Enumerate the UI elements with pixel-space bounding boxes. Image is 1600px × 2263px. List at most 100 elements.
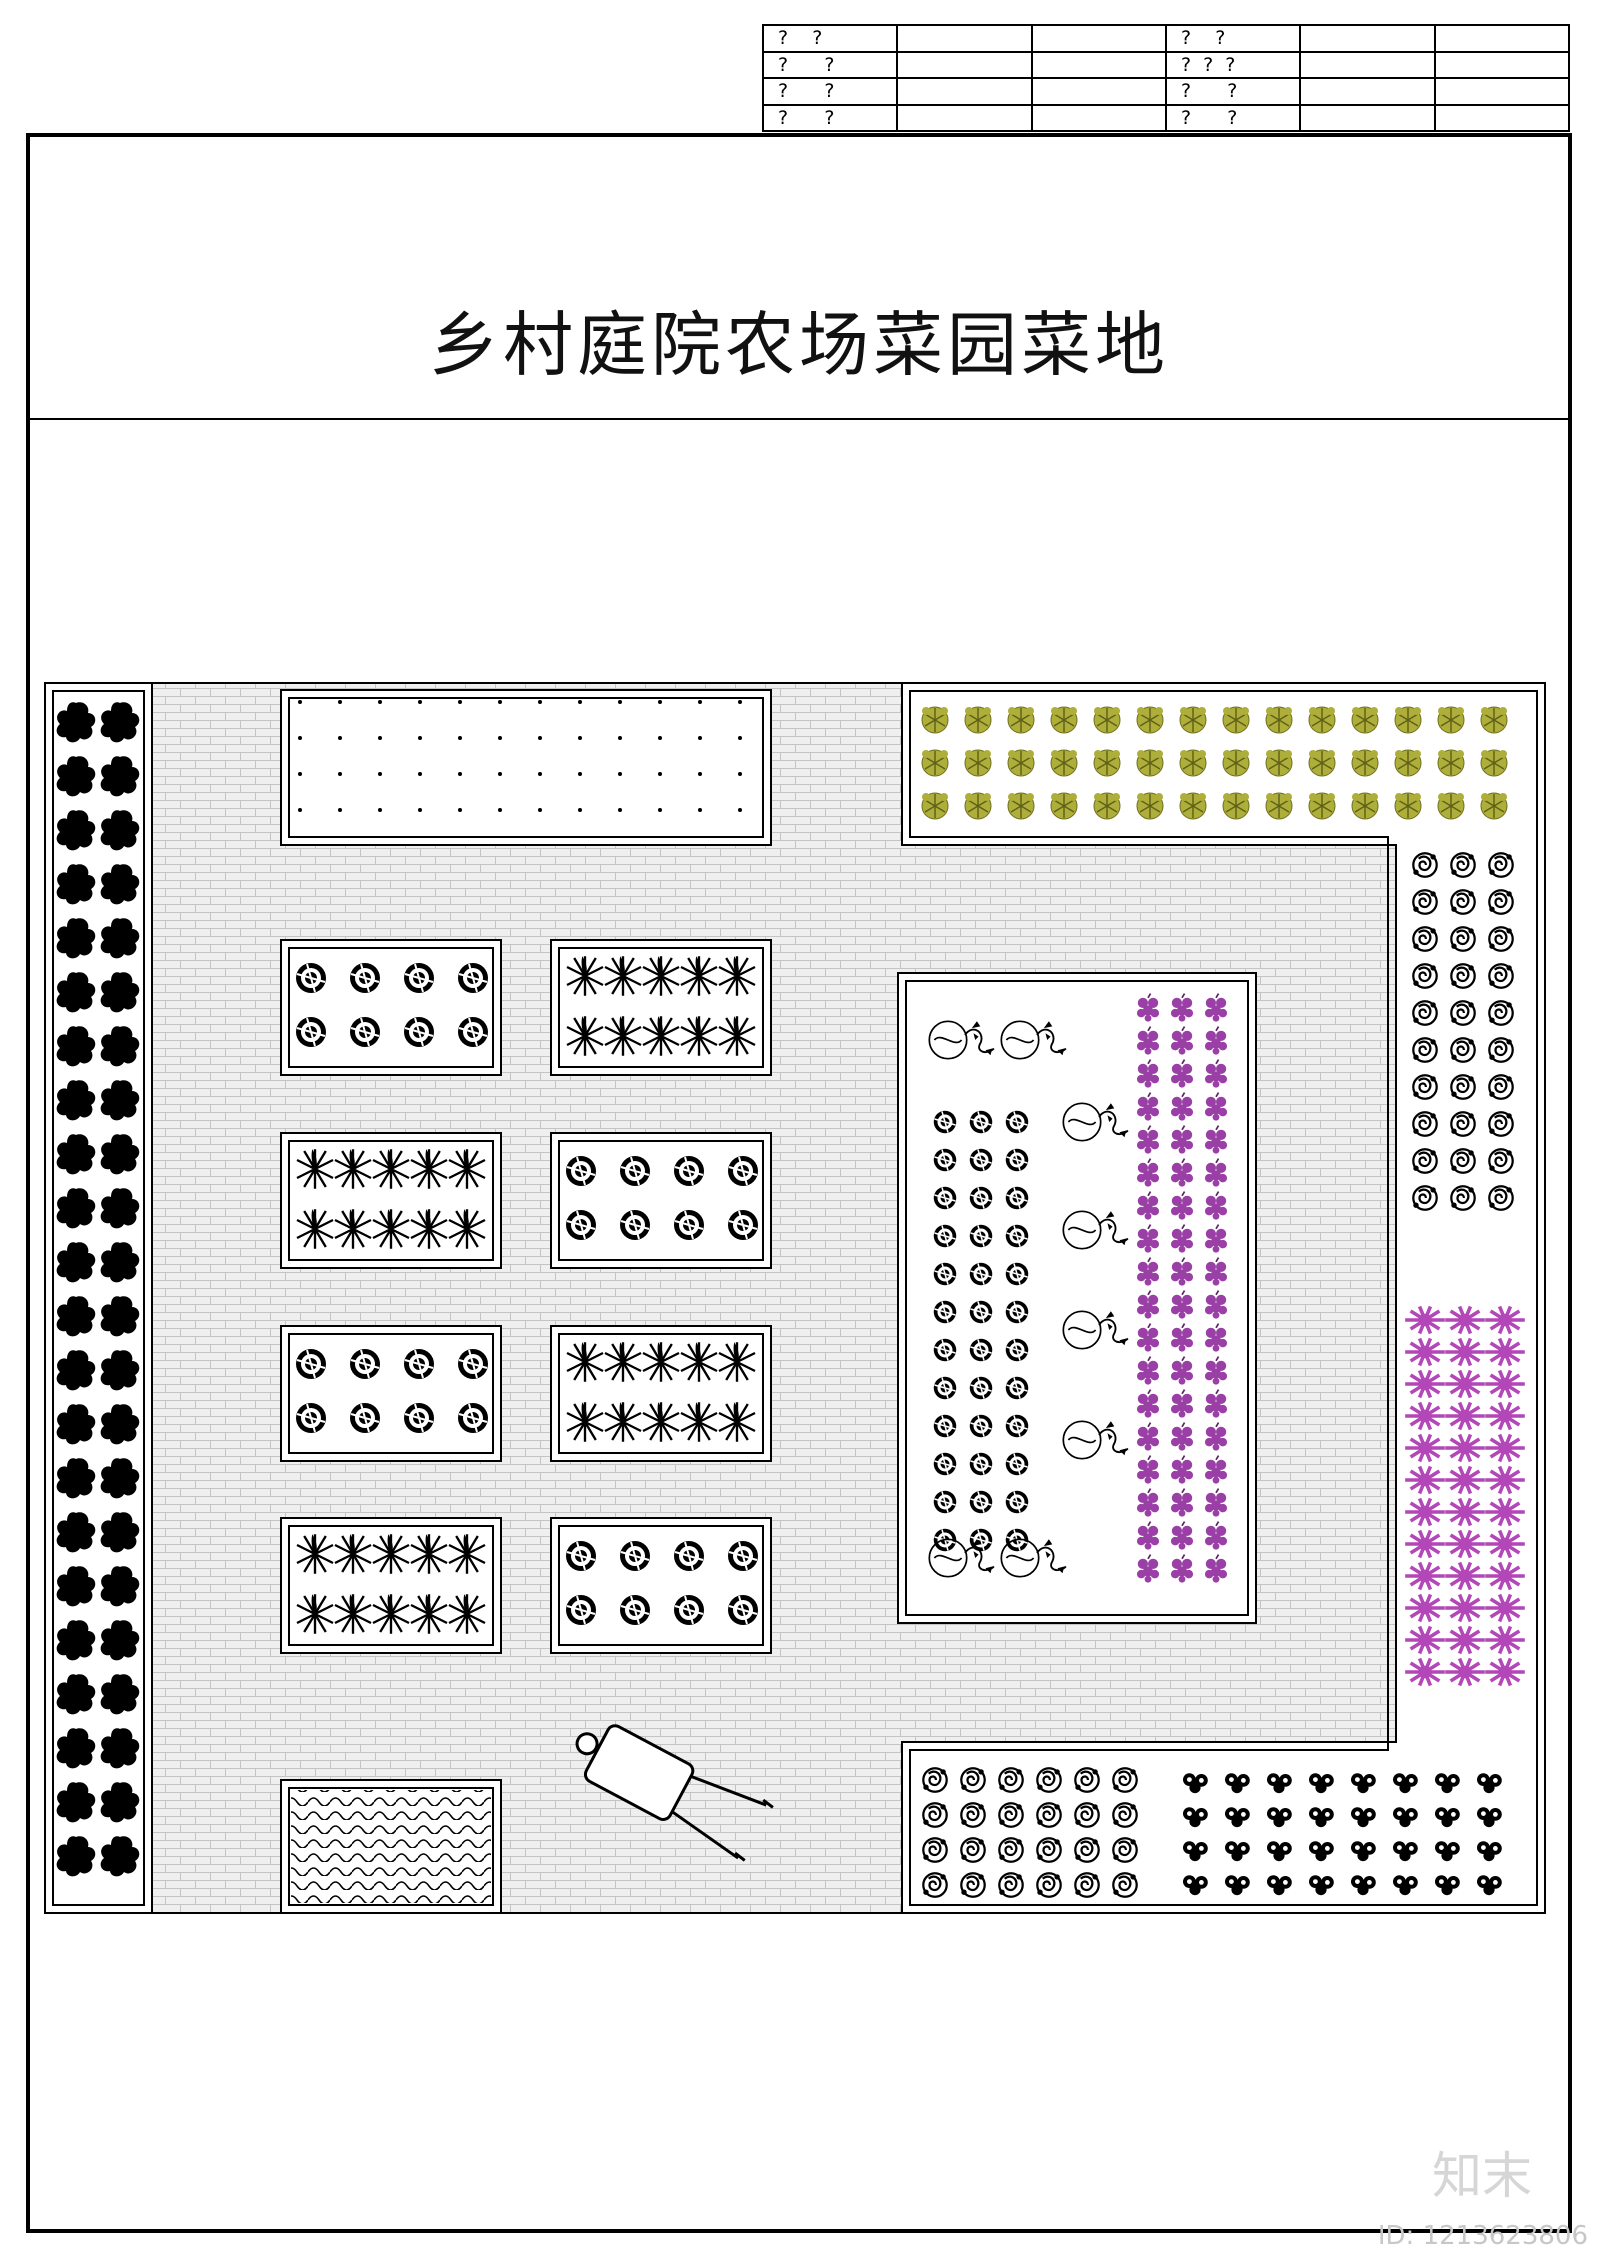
central-cabbage-column-plant [1005, 1110, 1029, 1134]
ornamental-border-inner [909, 690, 1538, 1906]
central-cabbage-column-plant [933, 1490, 957, 1514]
central-cabbage-column-plant [1005, 1490, 1029, 1514]
olive-shrub-row-plant [1136, 706, 1164, 734]
cabbage-row-plant [403, 962, 435, 994]
vegetable-bed-outer [550, 1132, 772, 1269]
cabbage-row-plant [727, 1594, 759, 1626]
vegetable-bed-outer [280, 1325, 502, 1462]
cabbage-row-plant [295, 1348, 327, 1380]
olive-shrub-row-plant [1179, 749, 1207, 777]
olive-shrub-row-plant [1093, 749, 1121, 777]
vegetable-bed-inner [558, 1333, 764, 1454]
olive-shrub-row-plant [1308, 792, 1336, 820]
central-cabbage-column-plant [1005, 1224, 1029, 1248]
olive-shrub-row-plant [1437, 706, 1465, 734]
cabbage-row-plant [457, 1402, 489, 1434]
cabbage-row-plant [673, 1155, 705, 1187]
title-block-cell: ? ? [761, 103, 899, 132]
title-block-cell [1433, 77, 1571, 106]
title-block-cell [1433, 103, 1571, 132]
cabbage-row-plant [619, 1209, 651, 1241]
left-hedge-strip-inner [52, 690, 145, 1906]
title-block-cell [896, 103, 1033, 132]
central-cabbage-column-plant [1005, 1300, 1029, 1324]
olive-shrub-row-plant [964, 749, 992, 777]
title-block-cell: ? ? [761, 50, 899, 79]
olive-shrub-row-plant [1050, 706, 1078, 734]
gravel-bed-inner [288, 697, 764, 838]
cabbage-row-plant [403, 1402, 435, 1434]
vegetable-bed-outer [280, 939, 502, 1076]
central-bed-inner [905, 980, 1249, 1616]
left-hedge-strip-outer [44, 682, 153, 1914]
olive-shrub-row-plant [964, 792, 992, 820]
cabbage-row-plant [673, 1594, 705, 1626]
olive-shrub-row-plant [1179, 706, 1207, 734]
olive-shrub-row-plant [1136, 792, 1164, 820]
central-cabbage-column-plant [969, 1186, 993, 1210]
title-block-row: ? ? ? ? [761, 103, 1571, 132]
cabbage-row-plant [565, 1209, 597, 1241]
olive-shrub-row-plant [1480, 792, 1508, 820]
title-block-cell [1433, 24, 1571, 53]
cabbage-row-plant [403, 1016, 435, 1048]
vegetable-bed-inner [558, 1140, 764, 1261]
cabbage-row-plant [457, 1016, 489, 1048]
central-cabbage-column-plant [1005, 1452, 1029, 1476]
title-band: 乡村庭院农场菜园菜地 [30, 137, 1568, 420]
olive-shrub-row-plant [1050, 792, 1078, 820]
olive-shrub-row-plant [921, 749, 949, 777]
olive-shrub-row-plant [1222, 792, 1250, 820]
central-cabbage-column-plant [933, 1148, 957, 1172]
cabbage-row-plant [349, 1402, 381, 1434]
olive-shrub-row-plant [1351, 792, 1379, 820]
wave-pattern [291, 1790, 491, 1903]
wheelbarrow-icon [575, 1724, 774, 1862]
olive-shrub-row-plant [1265, 792, 1293, 820]
central-cabbage-column-plant [933, 1376, 957, 1400]
title-block-cell: ? ? [1164, 77, 1302, 106]
olive-shrub-row-plant [1222, 749, 1250, 777]
central-cabbage-column-plant [933, 1300, 957, 1324]
wheelbarrow-handles [671, 1774, 774, 1862]
vegetable-bed-inner [288, 1333, 494, 1454]
cabbage-row-plant [295, 1016, 327, 1048]
cabbage-row-plant [457, 962, 489, 994]
olive-shrub-row-plant [1007, 706, 1035, 734]
central-cabbage-column-plant [1005, 1148, 1029, 1172]
central-cabbage-column-plant [969, 1338, 993, 1362]
central-cabbage-column-plant [969, 1224, 993, 1248]
olive-shrub-row-plant [1308, 706, 1336, 734]
cabbage-row-plant [673, 1540, 705, 1572]
olive-shrub-row-plant [1480, 706, 1508, 734]
cabbage-row-plant [349, 962, 381, 994]
central-cabbage-column-plant [933, 1338, 957, 1362]
olive-shrub-row-plant [1222, 706, 1250, 734]
olive-shrub-row-plant [1136, 749, 1164, 777]
central-cabbage-column-plant [969, 1300, 993, 1324]
central-cabbage-column-plant [933, 1262, 957, 1286]
olive-shrub-row-plant [1265, 706, 1293, 734]
drawing-id-label: ID: 1213623806 [1377, 2221, 1588, 2251]
title-block-cell: ? ? [1164, 103, 1302, 132]
page-title: 乡村庭院农场菜园菜地 [429, 304, 1169, 386]
central-cabbage-column-plant [1005, 1376, 1029, 1400]
cabbage-row-plant [349, 1348, 381, 1380]
cabbage-row-plant [403, 1348, 435, 1380]
cabbage-row-plant [457, 1348, 489, 1380]
olive-shrub-row-plant [1050, 749, 1078, 777]
olive-shrub-row-plant [1351, 749, 1379, 777]
central-cabbage-column-plant [969, 1452, 993, 1476]
olive-shrub-row-plant [921, 706, 949, 734]
central-cabbage-column-plant [1005, 1338, 1029, 1362]
cabbage-row-plant [565, 1155, 597, 1187]
paving-area [44, 682, 1546, 1914]
central-cabbage-column-plant [933, 1224, 957, 1248]
cabbage-row-plant [619, 1594, 651, 1626]
title-block-cell [896, 77, 1033, 106]
olive-shrub-row-plant [1093, 792, 1121, 820]
vegetable-bed-inner [558, 1525, 764, 1646]
cabbage-row-plant [349, 1016, 381, 1048]
olive-shrub-row-plant [1308, 749, 1336, 777]
